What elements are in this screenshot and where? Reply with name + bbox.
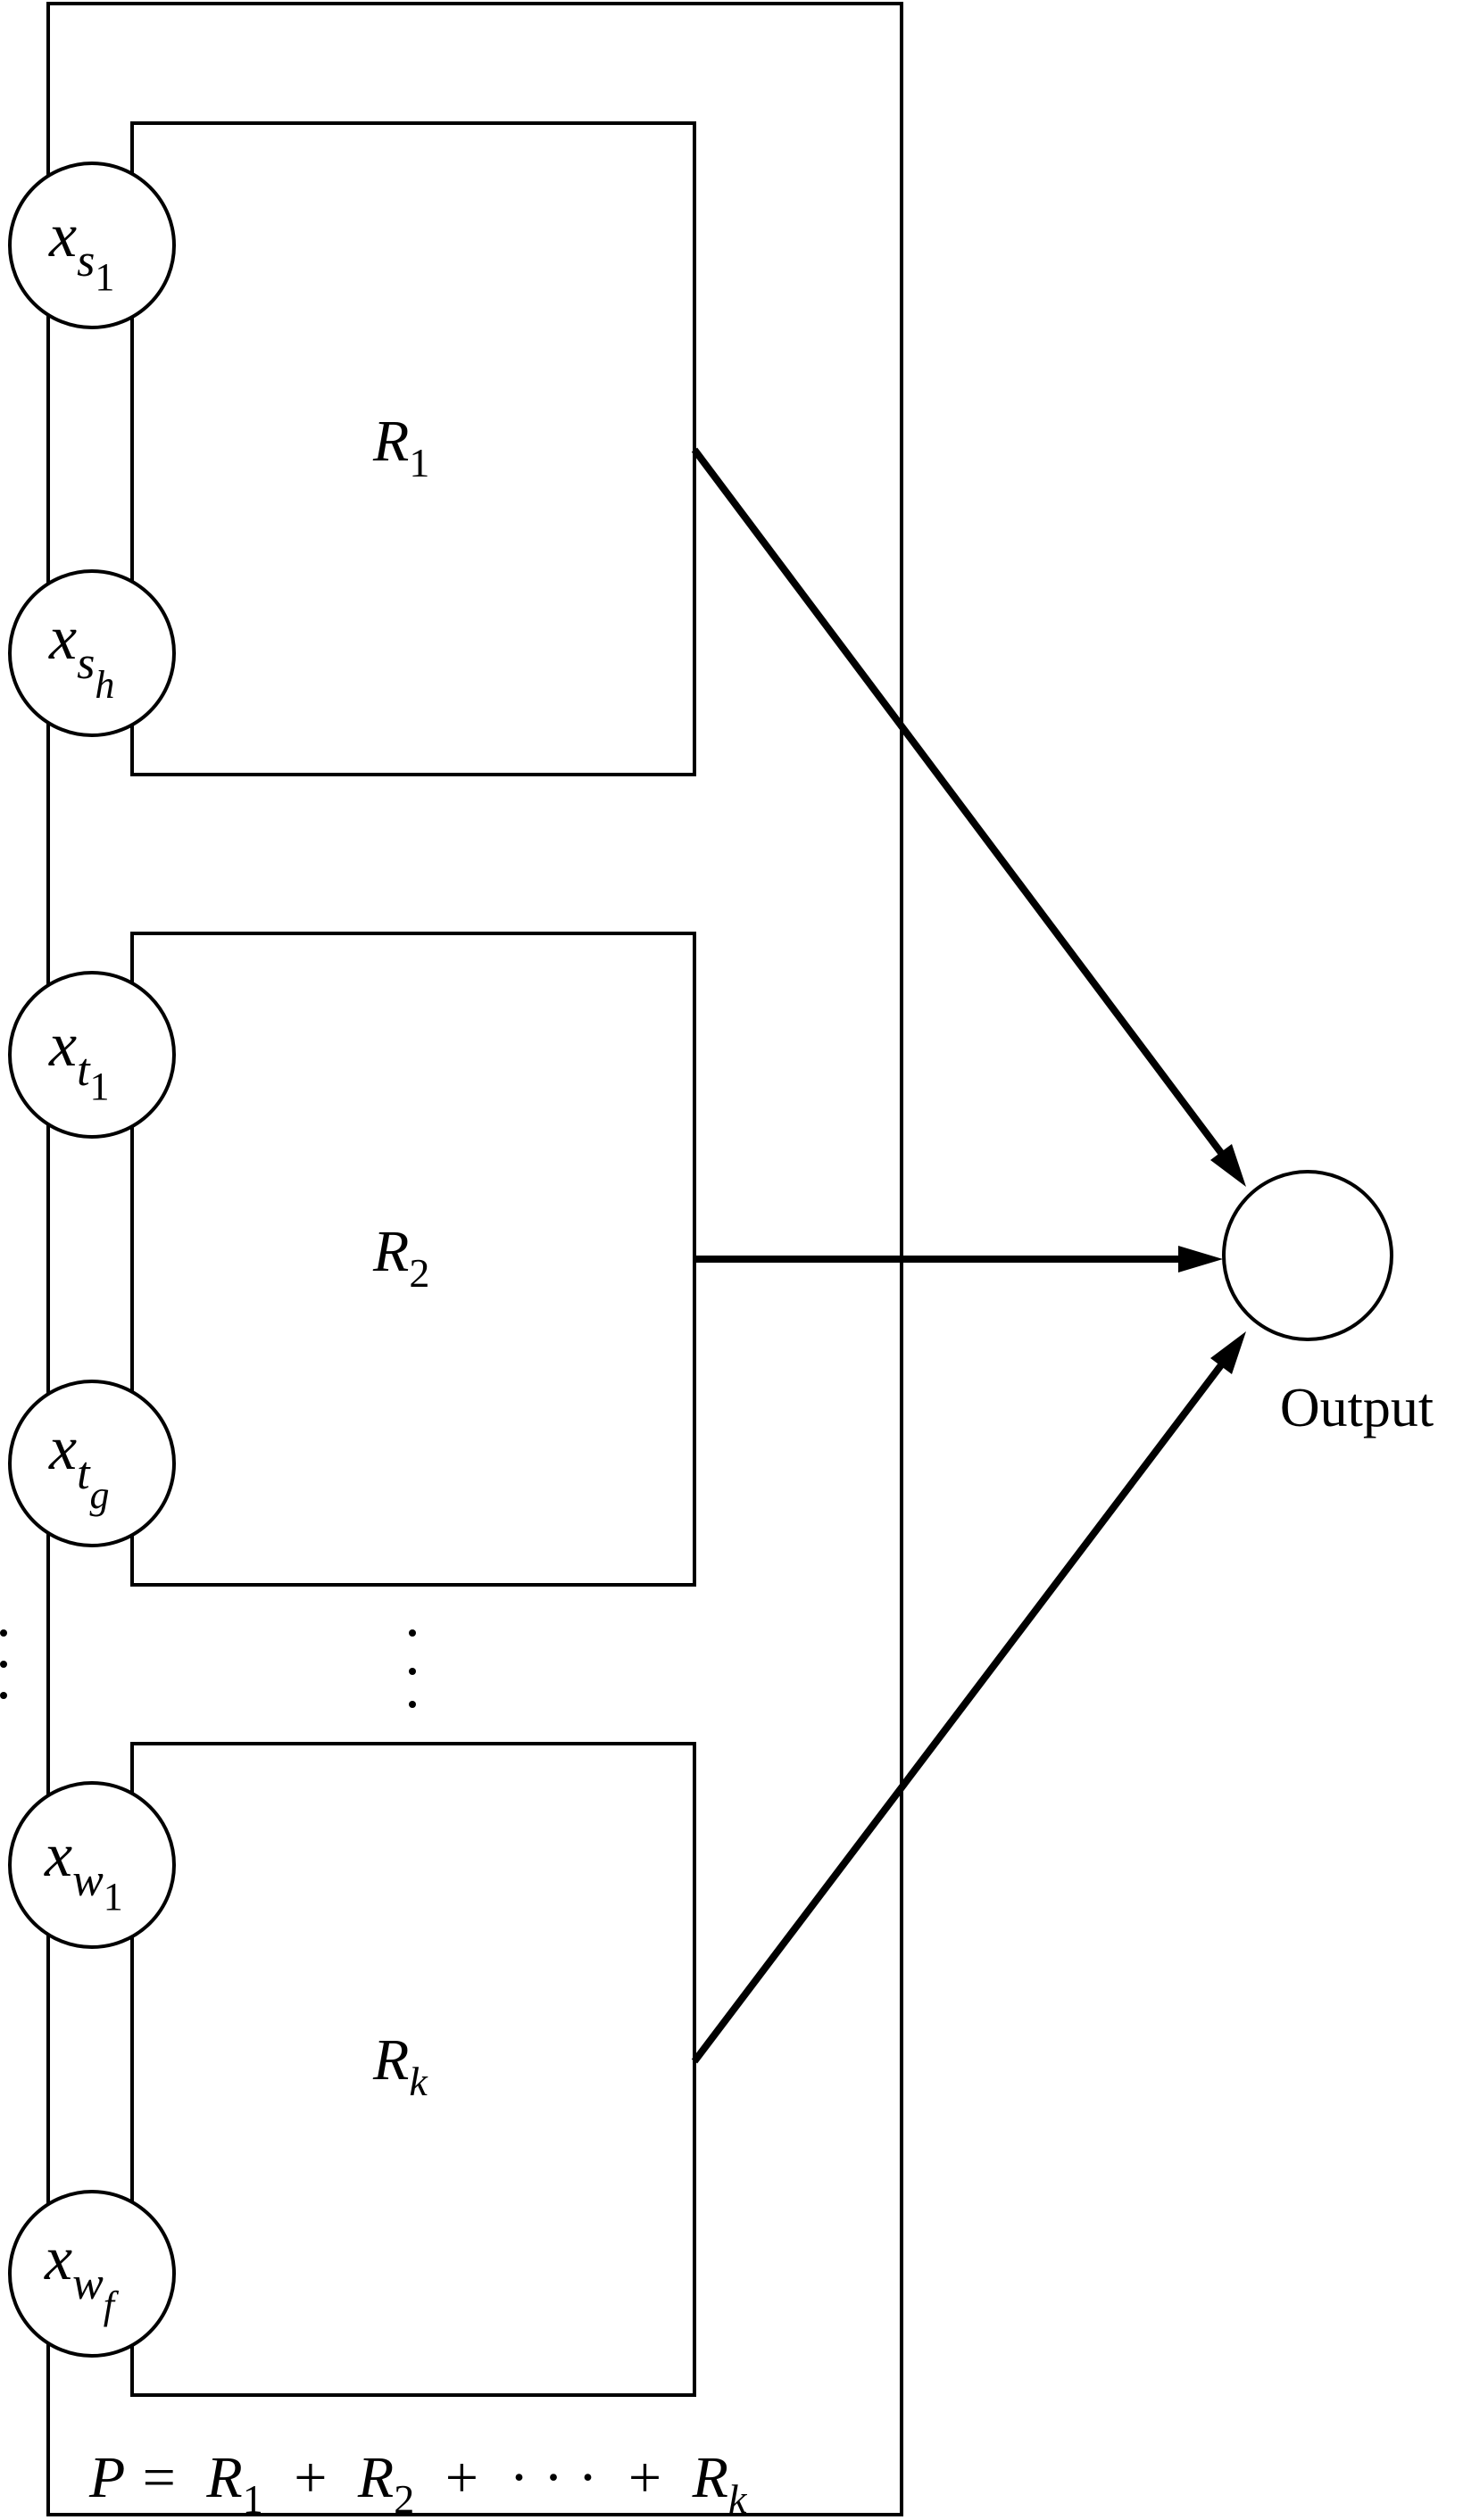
vertical-ellipsis-left (0, 1629, 7, 1699)
rule-label-r2: R2 (372, 1219, 429, 1296)
svg-text:xs1: xs1 (48, 202, 114, 299)
input-node-xtg: xtg (8, 1380, 176, 1547)
rule-label-r1: R1 (372, 409, 429, 485)
input-node-xwf: xwf (8, 2190, 176, 2358)
vertical-ellipsis-center (409, 1629, 416, 1708)
rule-box-r1 (130, 121, 696, 776)
arrowhead-rk (1210, 1331, 1246, 1374)
arrow-rk-to-output (691, 1341, 1241, 2064)
rule-box-rk (130, 1742, 696, 2397)
input-node-xw1: xw1 (8, 1781, 176, 1949)
arrowhead-r1 (1210, 1144, 1246, 1187)
svg-text:xtg: xtg (48, 1414, 110, 1517)
output-node (1222, 1170, 1393, 1341)
arrow-r1-to-output (691, 447, 1241, 1177)
svg-text:xsh: xsh (48, 604, 114, 707)
rule-label-rk: Rk (372, 2027, 428, 2104)
output-label: Output (1280, 1378, 1434, 1438)
input-node-xt1: xt1 (8, 971, 176, 1139)
input-node-xsh: xsh (8, 569, 176, 737)
svg-text:xt1: xt1 (48, 1011, 110, 1108)
arrowhead-r2 (1178, 1246, 1223, 1272)
formula: P = R1 + R2 + · · · + Rk (88, 2445, 748, 2520)
input-node-xs1: xs1 (8, 162, 176, 329)
formula-lhs: P (88, 2445, 124, 2510)
svg-text:xw1: xw1 (44, 1821, 123, 1919)
